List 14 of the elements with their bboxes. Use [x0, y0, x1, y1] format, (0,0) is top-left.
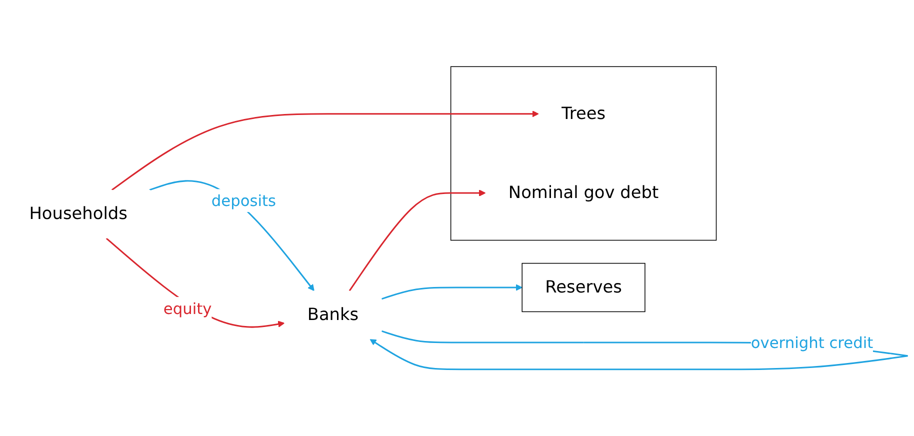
edge-label: equity — [163, 299, 212, 318]
arrow — [111, 110, 539, 191]
arrow — [348, 190, 486, 292]
node-text: Banks — [307, 305, 359, 325]
edge-label: overnight credit — [750, 333, 874, 352]
node-text: Trees — [562, 104, 606, 124]
edge-label: deposits — [211, 191, 276, 210]
cluster — [450, 66, 717, 241]
arrow — [149, 180, 314, 292]
arrow — [106, 238, 285, 328]
arrow — [381, 284, 522, 300]
node-box: Reserves — [522, 262, 646, 312]
node-text: Nominal gov debt — [508, 183, 659, 203]
node-text: Households — [29, 204, 128, 224]
